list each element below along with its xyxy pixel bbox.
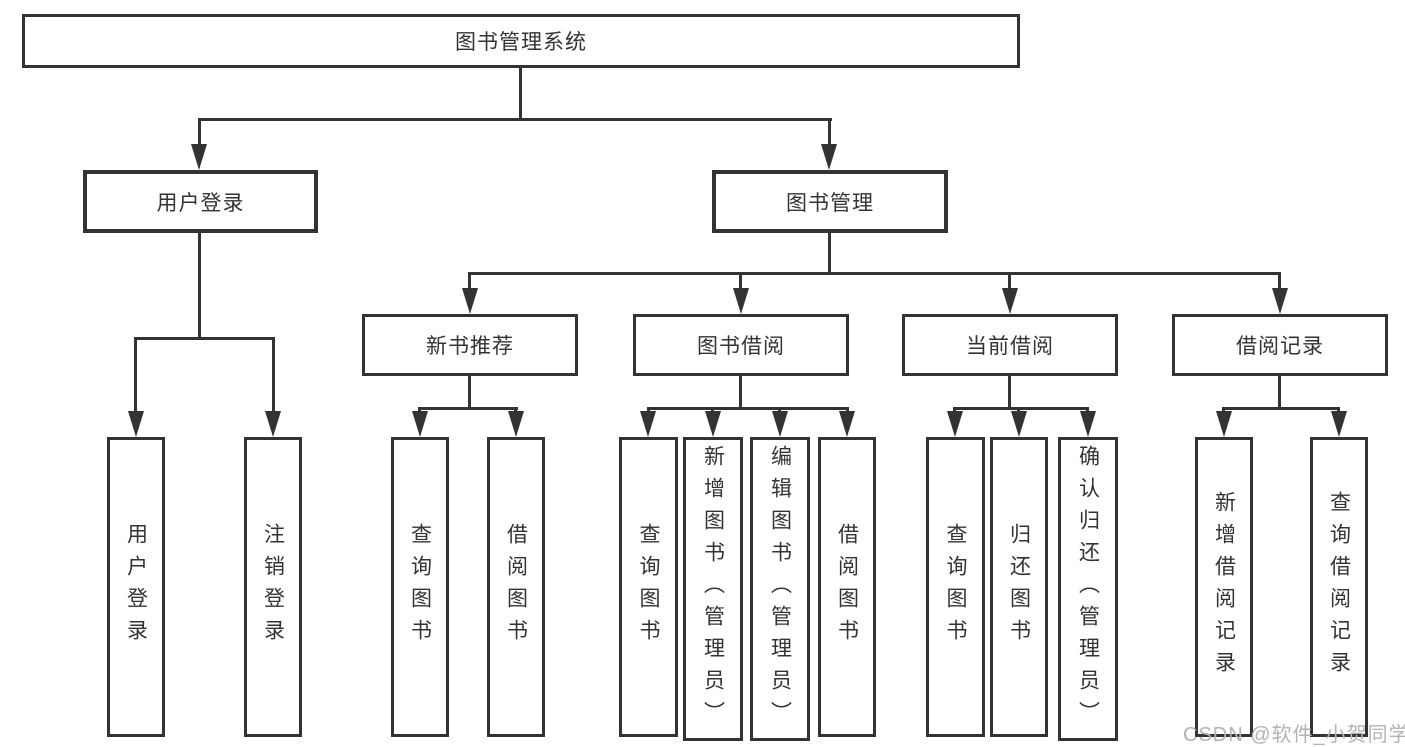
node-label: 借阅记录 <box>1236 335 1324 358</box>
leaf-label: 归还图书 <box>1007 523 1031 651</box>
leaf-label: 借阅图书 <box>504 523 528 651</box>
connector-line <box>828 118 831 148</box>
arrowhead-icon <box>508 411 524 437</box>
leaf-add-borrow-record: 新增借阅记录 <box>1195 437 1253 737</box>
node-book-management: 图书管理 <box>712 170 948 233</box>
leaf-label: 用户登录 <box>124 523 148 651</box>
connector-line <box>418 407 518 410</box>
arrowhead-icon <box>1272 288 1288 314</box>
arrowhead-icon <box>1331 411 1347 437</box>
leaf-logout: 注销登录 <box>244 437 302 737</box>
leaf-label: 确认归还（管理员） <box>1076 445 1100 733</box>
node-system-root: 图书管理系统 <box>22 14 1020 68</box>
connector-line <box>519 66 522 120</box>
leaf-edit-books-admin: 编辑图书（管理员） <box>750 437 810 741</box>
arrowhead-icon <box>1002 288 1018 314</box>
leaf-borrow-books: 借阅图书 <box>818 437 876 737</box>
connector-line <box>647 407 849 410</box>
connector-line <box>272 337 275 415</box>
connector-line <box>953 407 1089 410</box>
arrowhead-icon <box>705 411 721 437</box>
connector-line <box>739 376 742 410</box>
connector-line <box>1222 407 1340 410</box>
connector-line <box>198 118 201 148</box>
leaf-user-login: 用户登录 <box>107 437 165 737</box>
leaf-query-books-borrow: 查询图书 <box>619 437 678 737</box>
node-new-book-recommend: 新书推荐 <box>362 314 578 376</box>
leaf-label: 编辑图书（管理员） <box>768 445 792 733</box>
leaf-label: 注销登录 <box>261 523 285 651</box>
arrowhead-icon <box>412 411 428 437</box>
node-label: 用户登录 <box>156 191 245 215</box>
leaf-query-borrow-record: 查询借阅记录 <box>1310 437 1368 737</box>
connector-line <box>198 118 832 121</box>
node-label: 图书管理系统 <box>455 31 587 54</box>
connector-line <box>1008 376 1011 410</box>
leaf-add-books-admin: 新增图书（管理员） <box>683 437 743 741</box>
node-label: 图书管理 <box>786 191 874 215</box>
leaf-label: 查询图书 <box>944 523 967 651</box>
arrowhead-icon <box>839 411 855 437</box>
node-label: 新书推荐 <box>426 335 514 358</box>
connector-line <box>198 233 201 339</box>
connector-line <box>1278 376 1281 410</box>
connector-line <box>134 337 275 340</box>
connector-line <box>828 233 831 274</box>
connector-line <box>468 376 471 410</box>
leaf-return-books: 归还图书 <box>990 437 1048 737</box>
node-borrow-records: 借阅记录 <box>1172 314 1388 376</box>
leaf-query-books-recommend: 查询图书 <box>391 437 449 737</box>
arrowhead-icon <box>1216 411 1232 437</box>
node-book-borrow: 图书借阅 <box>633 314 849 376</box>
arrowhead-icon <box>191 144 207 170</box>
node-user-login: 用户登录 <box>83 170 318 233</box>
leaf-label: 借阅图书 <box>835 523 859 651</box>
arrowhead-icon <box>1080 411 1096 437</box>
connector-line <box>1008 272 1011 292</box>
connector-line <box>134 337 137 415</box>
connector-line <box>468 272 1281 275</box>
leaf-borrow-books-recommend: 借阅图书 <box>487 437 545 737</box>
node-current-borrow: 当前借阅 <box>902 314 1118 376</box>
arrowhead-icon <box>947 411 963 437</box>
leaf-label: 查询借阅记录 <box>1327 491 1351 683</box>
node-label: 图书借阅 <box>697 335 785 358</box>
arrowhead-icon <box>733 288 749 314</box>
arrowhead-icon <box>128 411 144 437</box>
arrowhead-icon <box>772 411 788 437</box>
csdn-watermark: CSDN @软件_小贺同学 <box>1183 724 1405 746</box>
connector-line <box>468 272 471 292</box>
arrowhead-icon <box>821 144 837 170</box>
leaf-label: 新增借阅记录 <box>1212 491 1236 683</box>
leaf-label: 查询图书 <box>408 523 432 651</box>
arrowhead-icon <box>1011 411 1027 437</box>
arrowhead-icon <box>462 288 478 314</box>
leaf-label: 查询图书 <box>637 523 660 651</box>
connector-line <box>1278 272 1281 292</box>
leaf-query-books-current: 查询图书 <box>926 437 985 737</box>
connector-line <box>739 272 742 292</box>
node-label: 当前借阅 <box>966 335 1054 358</box>
arrowhead-icon <box>265 411 281 437</box>
leaf-confirm-return-admin: 确认归还（管理员） <box>1058 437 1118 741</box>
leaf-label: 新增图书（管理员） <box>701 445 725 733</box>
arrowhead-icon <box>640 411 656 437</box>
